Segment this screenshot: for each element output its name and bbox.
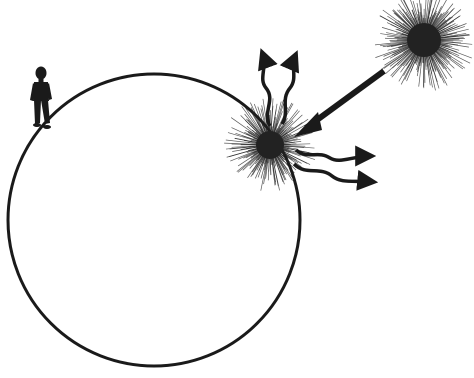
ejecta-arrow-right-upper xyxy=(296,150,372,160)
ejecta-arrow-up-right xyxy=(282,54,296,124)
trajectory-arrow-head xyxy=(294,112,322,137)
ejecta-arrow-up-left xyxy=(262,52,270,126)
person-icon xyxy=(30,67,52,130)
incoming-object-icon xyxy=(375,0,472,90)
impact-burst-icon xyxy=(224,98,315,190)
ejecta-arrow-right-lower xyxy=(294,164,374,182)
